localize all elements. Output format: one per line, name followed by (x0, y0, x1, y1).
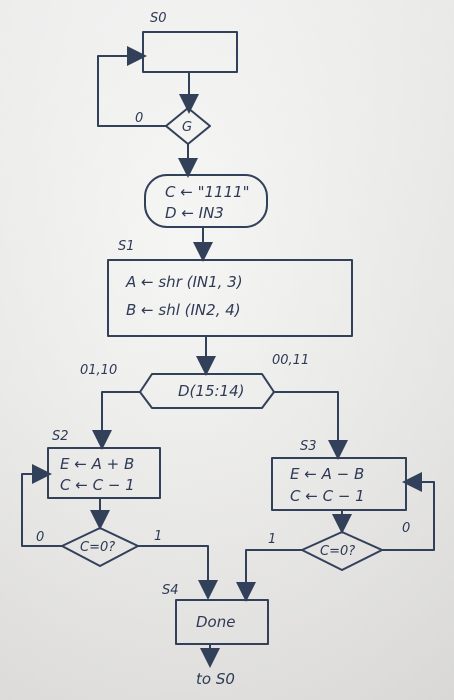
init-line-2: D ← IN3 (165, 204, 224, 222)
left-check-diamond (61, 527, 139, 567)
done-label: Done (196, 613, 235, 631)
d-left-branch-label: 01,10 (80, 363, 117, 378)
s3-line-1: E ← A − B (290, 465, 364, 483)
go-decision-label: G (182, 120, 192, 135)
state-label-s4: S4 (162, 583, 179, 598)
exit-label: to S0 (196, 670, 235, 688)
s1-line-1: A ← shr (IN1, 3) (125, 273, 243, 291)
right-check-label: C=0? (320, 544, 355, 559)
s2-line-1: E ← A + B (60, 455, 134, 473)
s3-line-2: C ← C − 1 (290, 487, 365, 505)
state-label-s1: S1 (118, 239, 135, 254)
done-box (175, 599, 269, 645)
state-label-s3: S3 (300, 439, 317, 454)
right-check-true-label: 1 (268, 532, 276, 547)
s1-line-2: B ← shl (IN2, 4) (126, 301, 241, 319)
init-line-1: C ← "1111" (165, 183, 250, 201)
init-box (144, 174, 268, 228)
state-label-s0: S0 (150, 11, 167, 26)
right-check-to-done-arrow (236, 549, 303, 602)
s2-line-2: C ← C − 1 (60, 476, 135, 494)
right-check-diamond (301, 531, 383, 571)
d-decision-label: D(15:14) (178, 382, 244, 400)
d-to-s3-arrow (273, 391, 348, 460)
state-label-s2: S2 (52, 429, 69, 444)
s1-box (107, 259, 353, 337)
d-to-s2-arrow (92, 391, 141, 450)
left-check-true-label: 1 (154, 529, 162, 544)
d-right-branch-label: 00,11 (272, 353, 309, 368)
left-check-to-done-arrow (137, 545, 218, 600)
left-check-label: C=0? (80, 540, 115, 555)
right-check-loop-arrow (381, 472, 435, 551)
go-false-branch-label: 0 (135, 111, 143, 126)
right-check-false-label: 0 (402, 521, 410, 536)
left-check-loop-arrow (21, 464, 63, 547)
s0-box (142, 31, 238, 73)
left-check-false-label: 0 (36, 530, 44, 545)
g-loop-back-arrow (97, 46, 167, 127)
